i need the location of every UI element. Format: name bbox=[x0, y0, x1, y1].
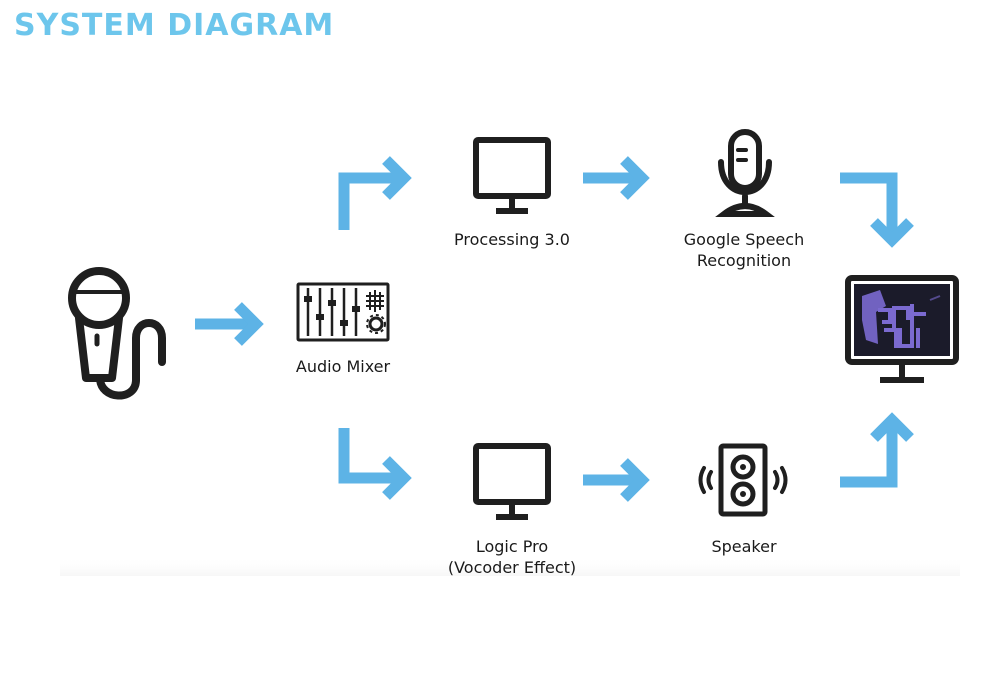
logic-label-line2: (Vocoder Effect) bbox=[447, 558, 577, 577]
arrow-speaker-to-display bbox=[840, 412, 914, 488]
arrow-logic-to-speaker bbox=[583, 458, 650, 502]
logo-art bbox=[862, 290, 941, 348]
arrow-processing-to-speech bbox=[583, 156, 650, 200]
arrow-speech-to-display bbox=[840, 172, 914, 248]
audio-mixer-icon bbox=[296, 282, 390, 342]
logic-label-line1: Logic Pro bbox=[475, 537, 549, 556]
arrow-mixer-to-logic bbox=[338, 428, 412, 500]
speech-recognition-label: Google Speech Recognition bbox=[674, 229, 814, 271]
background-band bbox=[60, 556, 960, 576]
speech-label-line1: Google Speech bbox=[683, 230, 805, 249]
speaker-icon bbox=[698, 443, 788, 517]
monitor-icon bbox=[473, 137, 551, 214]
logic-pro-label: Logic Pro (Vocoder Effect) bbox=[430, 536, 594, 578]
speech-label-line2: Recognition bbox=[696, 251, 792, 270]
processing-label: Processing 3.0 bbox=[454, 230, 570, 249]
arrow-mixer-to-processing bbox=[338, 156, 412, 230]
handheld-microphone-icon bbox=[68, 267, 166, 400]
arrow-mic-to-mixer bbox=[195, 302, 264, 346]
speaker-label: Speaker bbox=[711, 537, 777, 556]
page-title: SYSTEM DIAGRAM bbox=[14, 8, 335, 43]
display-monitor-icon bbox=[845, 275, 959, 383]
studio-microphone-icon bbox=[715, 129, 775, 217]
audio-mixer-label: Audio Mixer bbox=[295, 357, 391, 376]
monitor-icon bbox=[473, 443, 551, 520]
